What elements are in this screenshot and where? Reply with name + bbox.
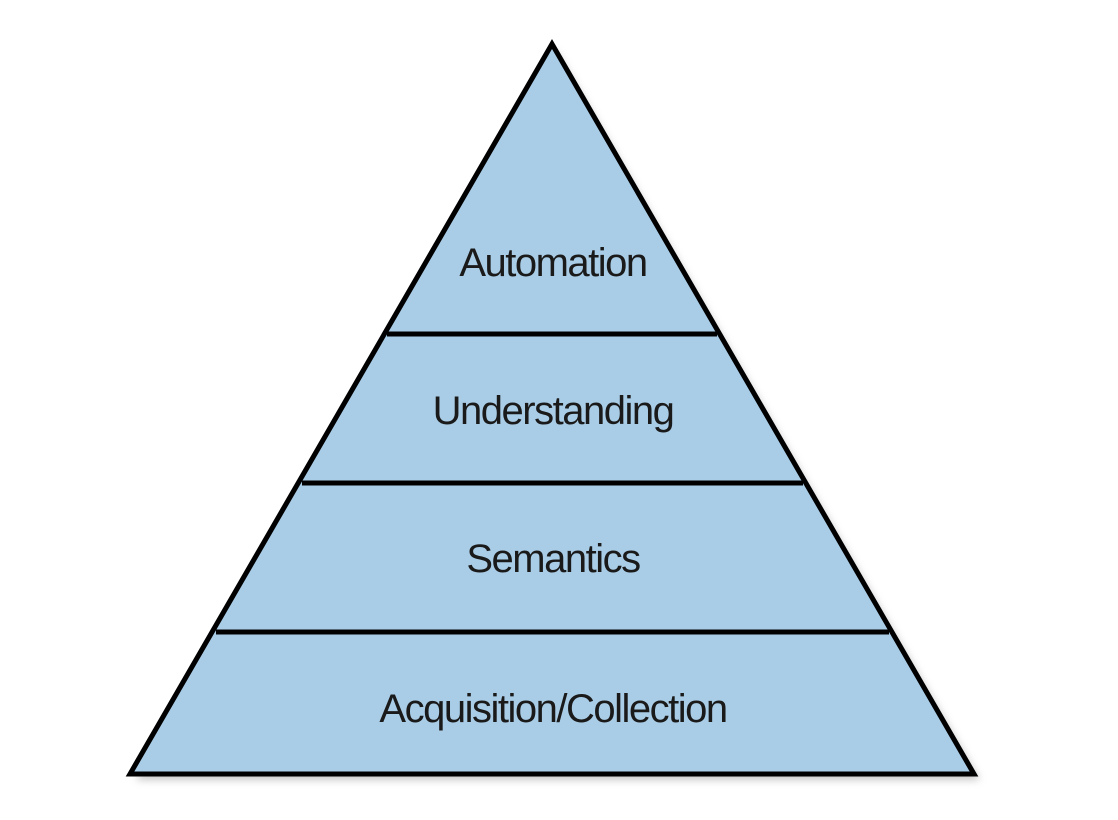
tier-label-semantics: Semantics	[466, 537, 640, 581]
pyramid-body	[125, 39, 979, 777]
tier-label-automation: Automation	[459, 241, 646, 285]
tier-label-acquisition-collection: Acquisition/Collection	[379, 687, 726, 731]
tier-label-understanding: Understanding	[433, 389, 674, 433]
